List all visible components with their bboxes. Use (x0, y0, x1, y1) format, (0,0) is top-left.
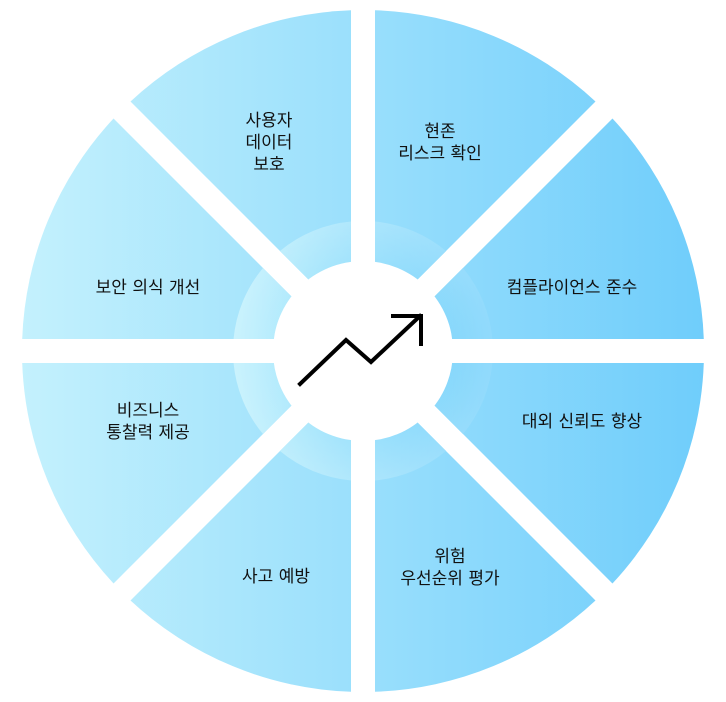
label-line: 리스크 확인 (398, 144, 482, 164)
label-line: 비즈니스 (117, 401, 180, 421)
label-line: 컴플라이언스 준수 (507, 278, 638, 298)
label-security-awareness: 보안 의식 개선 (96, 278, 201, 298)
label-line: 우선순위 평가 (400, 569, 500, 589)
trend-up-arrow-icon (297, 313, 423, 387)
label-accident-prevention: 사고 예방 (242, 567, 310, 587)
label-line: 위험 (434, 547, 465, 567)
label-external-trust: 대외 신뢰도 향상 (522, 412, 643, 432)
label-line: 현존 (424, 122, 455, 142)
label-line: 사용자 (246, 111, 293, 131)
label-line: 보안 의식 개선 (96, 278, 201, 298)
label-line: 통찰력 제공 (106, 423, 190, 443)
center-hub (273, 261, 453, 441)
label-line: 사고 예방 (242, 567, 310, 587)
label-line: 보호 (253, 155, 284, 175)
label-compliance: 컴플라이언스 준수 (507, 278, 638, 298)
label-line: 데이터 (246, 133, 293, 153)
label-line: 대외 신뢰도 향상 (522, 412, 643, 432)
